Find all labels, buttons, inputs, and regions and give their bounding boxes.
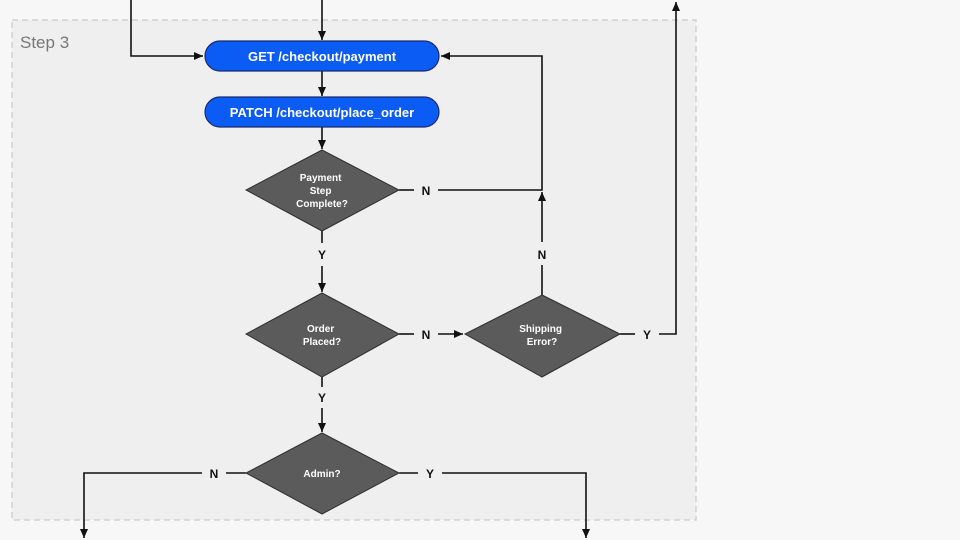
decision-payment-step-complete-label: Payment Step Complete?	[296, 173, 348, 210]
edge-admin-no-exit	[80, 472, 202, 538]
step-region	[11, 19, 697, 521]
decision-admin-line-1: Admin?	[303, 469, 340, 480]
edge-enter-left	[130, 0, 203, 60]
decision-shipping-error	[463, 294, 622, 378]
decision-shipping-error-label: Shipping Error?	[519, 324, 565, 348]
edge-label-admin-no: N	[210, 467, 219, 481]
edge-label-order-yes: Y	[318, 391, 326, 405]
edge-label-payment-yes: Y	[318, 248, 326, 262]
decision-order-placed	[244, 292, 401, 378]
edge-label-admin-yes: Y	[426, 467, 434, 481]
edge-label-order-no: N	[422, 328, 431, 342]
node-get-checkout-payment	[204, 40, 440, 72]
edge-admin-yes-exit	[442, 472, 590, 538]
decision-payment-step-complete	[244, 149, 401, 232]
decision-order-placed-label: Order Placed?	[303, 324, 341, 348]
node-get-checkout-payment-label: GET /checkout/payment	[248, 49, 397, 64]
decision-shipping-line-2: Error?	[527, 337, 558, 348]
edge-label-shipping-no: N	[538, 248, 547, 262]
decision-admin	[244, 432, 401, 515]
step-label: Step 3	[20, 33, 69, 52]
edge-payment-no-loop	[438, 52, 543, 191]
edge-label-payment-no: N	[422, 184, 431, 198]
decision-payment-line-1: Payment	[300, 173, 342, 184]
node-patch-place-order	[204, 96, 440, 128]
decision-order-line-2: Placed?	[303, 337, 341, 348]
decision-shipping-line-1: Shipping	[519, 324, 562, 335]
edge-shipping-yes-exit	[659, 2, 680, 335]
node-patch-place-order-label: PATCH /checkout/place_order	[230, 105, 414, 120]
decision-payment-line-2: Step	[310, 186, 332, 197]
decision-order-line-1: Order	[307, 324, 334, 335]
edge-label-shipping-yes: Y	[643, 328, 651, 342]
decision-admin-label: Admin?	[303, 469, 340, 480]
decision-payment-line-3: Complete?	[296, 199, 348, 210]
